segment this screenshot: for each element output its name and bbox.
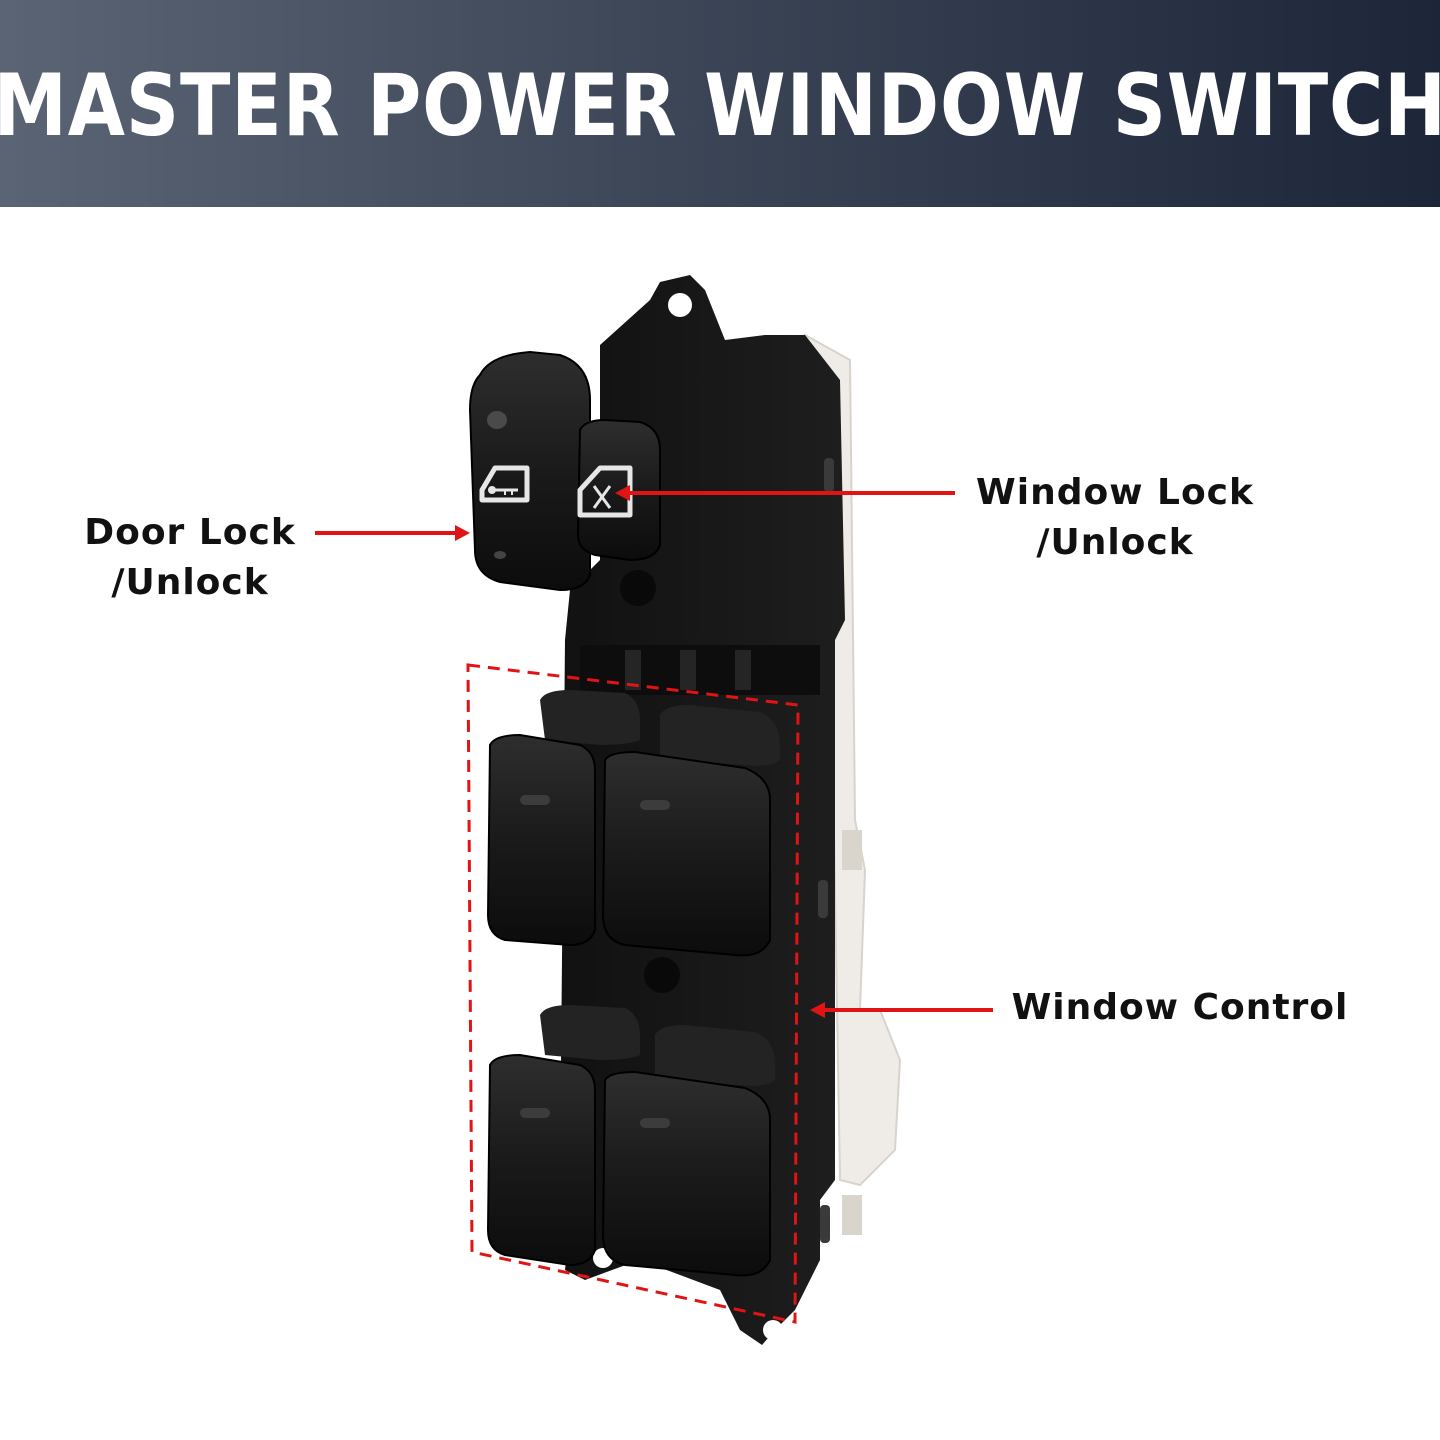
window-control-arrow xyxy=(810,1002,993,1018)
window-switch-front-left xyxy=(540,690,640,745)
window-switch-rear-right xyxy=(655,1025,775,1086)
window-control-outline xyxy=(466,663,800,1324)
window-lock-sublabel: /Unlock xyxy=(1036,522,1194,563)
window-switch-rear-right xyxy=(601,1070,771,1277)
window-switch-front-right xyxy=(660,705,780,766)
door-lock-arrow xyxy=(315,525,470,541)
switch-indicator xyxy=(640,800,670,810)
page-title: MASTER POWER WINDOW SWITCH xyxy=(0,55,1440,156)
window-control-label: Window Control xyxy=(1011,987,1349,1028)
header-banner: MASTER POWER WINDOW SWITCH xyxy=(0,0,1440,207)
window-switch-front-left xyxy=(486,733,596,947)
window-control-callout: Window Control xyxy=(1005,983,1355,1033)
door-lock-rocker xyxy=(468,350,591,592)
switch-indicator xyxy=(520,795,550,805)
body-slot xyxy=(818,880,828,918)
window-lock-button xyxy=(576,418,661,562)
door-lock-label: Door Lock xyxy=(84,512,296,553)
connector-clip xyxy=(842,830,862,870)
body-rib xyxy=(580,645,820,695)
screw-hole xyxy=(644,957,680,993)
window-lock-label: Window Lock xyxy=(976,472,1254,513)
body-rib xyxy=(680,650,696,690)
body-slot xyxy=(824,458,834,492)
window-lock-arrow xyxy=(615,485,955,501)
window-lock-callout: Window Lock /Unlock xyxy=(965,468,1265,568)
body-rib xyxy=(625,650,641,690)
switch-indicator xyxy=(520,1108,550,1118)
screw-hole xyxy=(620,570,656,606)
door-lock-indicator xyxy=(487,411,507,429)
door-lock-indicator xyxy=(494,551,506,559)
body-slot xyxy=(820,1205,830,1243)
window-switch-front-right xyxy=(601,750,771,957)
body-rib xyxy=(735,650,751,690)
switch-indicator xyxy=(640,1118,670,1128)
window-switch-rear-left xyxy=(486,1053,596,1267)
door-lock-sublabel: /Unlock xyxy=(111,562,269,603)
mount-hole xyxy=(668,293,692,317)
door-lock-callout: Door Lock /Unlock xyxy=(80,508,300,608)
window-switch-rear-left xyxy=(540,1005,640,1060)
mount-hole xyxy=(763,1320,783,1340)
door-lock-icon xyxy=(479,465,530,503)
connector-clip xyxy=(842,1195,862,1235)
